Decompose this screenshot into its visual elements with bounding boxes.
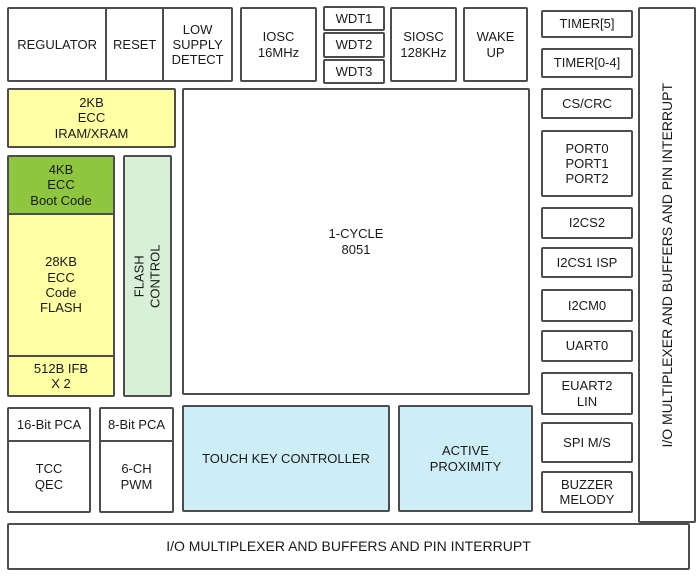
flash-control-label: FLASH CONTROL [131, 244, 163, 308]
spi-block: SPI M/S [541, 422, 633, 463]
ports-block: PORT0 PORT1 PORT2 [541, 130, 633, 197]
io-mux-vertical-bar: I/O MULTIPLEXER AND BUFFERS AND PIN INTE… [638, 7, 696, 523]
flash-memory-block: 4KB ECC Boot Code 28KB ECC Code FLASH 51… [7, 155, 115, 397]
iosc-block: IOSC 16MHz [240, 7, 317, 82]
io-mux-bottom-bar: I/O MULTIPLEXER AND BUFFERS AND PIN INTE… [7, 523, 690, 570]
regulator-block: REGULATOR [17, 36, 97, 52]
ifb-block: 512B IFB X 2 [9, 355, 113, 395]
pca16-block: 16-Bit PCA TCC QEC [7, 407, 91, 513]
euart2-lin-block: EUART2 LIN [541, 372, 633, 415]
buzzer-melody-block: BUZZER MELODY [541, 471, 633, 513]
low-supply-detect-block: LOW SUPPLY DETECT [162, 9, 231, 80]
regulator-group-block: REGULATOR RESET LOW SUPPLY DETECT [7, 7, 233, 82]
i2cs1-isp-block: I2CS1 ISP [541, 247, 633, 278]
io-mux-vertical-label: I/O MULTIPLEXER AND BUFFERS AND PIN INTE… [658, 82, 675, 448]
pca8-body: 6-CH PWM [120, 461, 153, 492]
cs-crc-block: CS/CRC [541, 88, 633, 119]
uart0-block: UART0 [541, 330, 633, 362]
pca16-header: 16-Bit PCA [9, 409, 89, 442]
wdt1-block: WDT1 [323, 6, 385, 32]
flash-control-block: FLASH CONTROL [123, 155, 172, 397]
cpu-8051-block: 1-CYCLE 8051 [182, 88, 530, 395]
pca8-header: 8-Bit PCA [101, 409, 172, 442]
wake-up-block: WAKE UP [463, 7, 528, 82]
iram-xram-block: 2KB ECC IRAM/XRAM [7, 88, 176, 148]
pca16-body: TCC QEC [34, 461, 64, 492]
reset-block: RESET [105, 9, 162, 80]
active-proximity-block: ACTIVE PROXIMITY [398, 405, 533, 512]
timer04-block: TIMER[0-4] [541, 48, 633, 78]
pca8-block: 8-Bit PCA 6-CH PWM [99, 407, 174, 513]
siosc-block: SIOSC 128KHz [390, 7, 457, 82]
timer5-block: TIMER[5] [541, 10, 633, 38]
i2cm0-block: I2CM0 [541, 289, 633, 322]
boot-code-block: 4KB ECC Boot Code [9, 157, 113, 215]
code-flash-block: 28KB ECC Code FLASH [40, 254, 82, 316]
touch-key-controller-block: TOUCH KEY CONTROLLER [182, 405, 390, 512]
wdt-stack: WDT1 WDT2 WDT3 [323, 6, 385, 84]
wdt3-block: WDT3 [323, 58, 385, 84]
i2cs2-block: I2CS2 [541, 207, 633, 239]
wdt2-block: WDT2 [323, 32, 385, 58]
